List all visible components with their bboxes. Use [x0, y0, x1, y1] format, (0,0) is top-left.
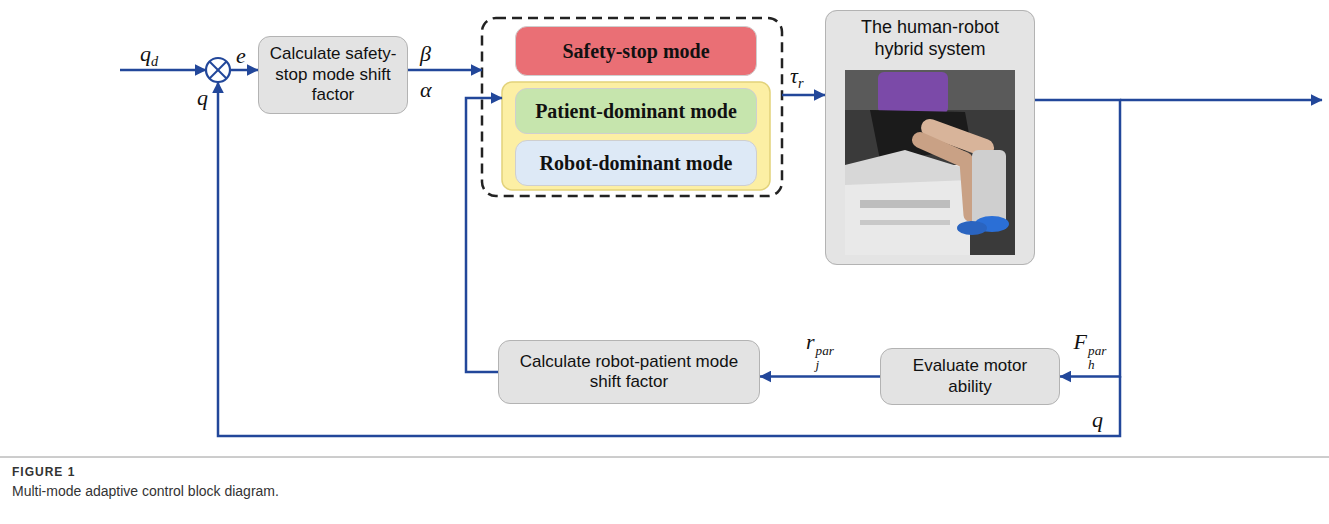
figure-caption: Multi-mode adaptive control block diagra… [12, 483, 279, 499]
mode-box: Robot-dominant mode [515, 140, 757, 186]
math-part: j [816, 358, 834, 372]
sub-sup: hpar [1088, 344, 1106, 372]
input-line [120, 69, 206, 72]
figure-number: FIGURE 1 [12, 465, 75, 479]
torque-line [782, 94, 825, 97]
signal-name: q [1092, 408, 1103, 432]
node-text: Evaluate motor ability [889, 356, 1051, 397]
process-box: Evaluate motor ability [880, 348, 1060, 405]
alpha-line [466, 98, 502, 372]
math-part: F [1074, 329, 1087, 354]
mode-group [482, 18, 782, 196]
error-line [230, 69, 258, 72]
signal-lines [120, 70, 1322, 436]
feedback-line [218, 82, 1120, 436]
summing-junction [206, 58, 230, 82]
math-part: r [806, 329, 815, 354]
signal-name: qd [140, 42, 158, 70]
mode-box: Patient-dominant mode [515, 88, 757, 134]
signal-name: rjpar [806, 330, 834, 372]
beta-line [408, 69, 482, 72]
process-box: Calculate safety-stop mode shift factor [258, 36, 408, 114]
node-text: Patient-dominant mode [535, 99, 737, 123]
robot-photo [845, 70, 1015, 255]
math-part: par [816, 344, 834, 358]
signal-name: α [420, 78, 432, 102]
signal-name: e [236, 44, 246, 68]
signal-connector [760, 375, 880, 378]
plant-box: The human-robot hybrid system [825, 10, 1035, 265]
node-text: Calculate safety-stop mode shift factor [267, 44, 399, 105]
node-text: The human-robot hybrid system [835, 17, 1025, 60]
mode-box: Safety-stop mode [515, 26, 757, 76]
signal-name: τr [790, 64, 803, 92]
signal-name: Fhpar [1074, 330, 1107, 372]
node-text: Robot-dominant mode [540, 151, 733, 175]
math-part: τ [790, 63, 798, 88]
caption-rule [0, 457, 1329, 458]
signal-connector [1035, 100, 1120, 377]
signal-name: β [420, 42, 431, 66]
system-fill [825, 10, 1035, 265]
adaptive-group [502, 82, 770, 190]
math-part: r [798, 75, 804, 91]
output-line [1120, 99, 1322, 102]
math-part: h [1088, 358, 1106, 372]
math-part: par [1088, 344, 1106, 358]
node-text: Calculate robot-patient mode shift facto… [507, 352, 751, 393]
node-text: Safety-stop mode [562, 39, 709, 63]
signal-name: q [197, 86, 208, 110]
sub-sup: jpar [816, 344, 834, 372]
process-box: Calculate robot-patient mode shift facto… [498, 340, 760, 404]
math-part: d [151, 53, 158, 69]
math-part: q [140, 41, 151, 66]
